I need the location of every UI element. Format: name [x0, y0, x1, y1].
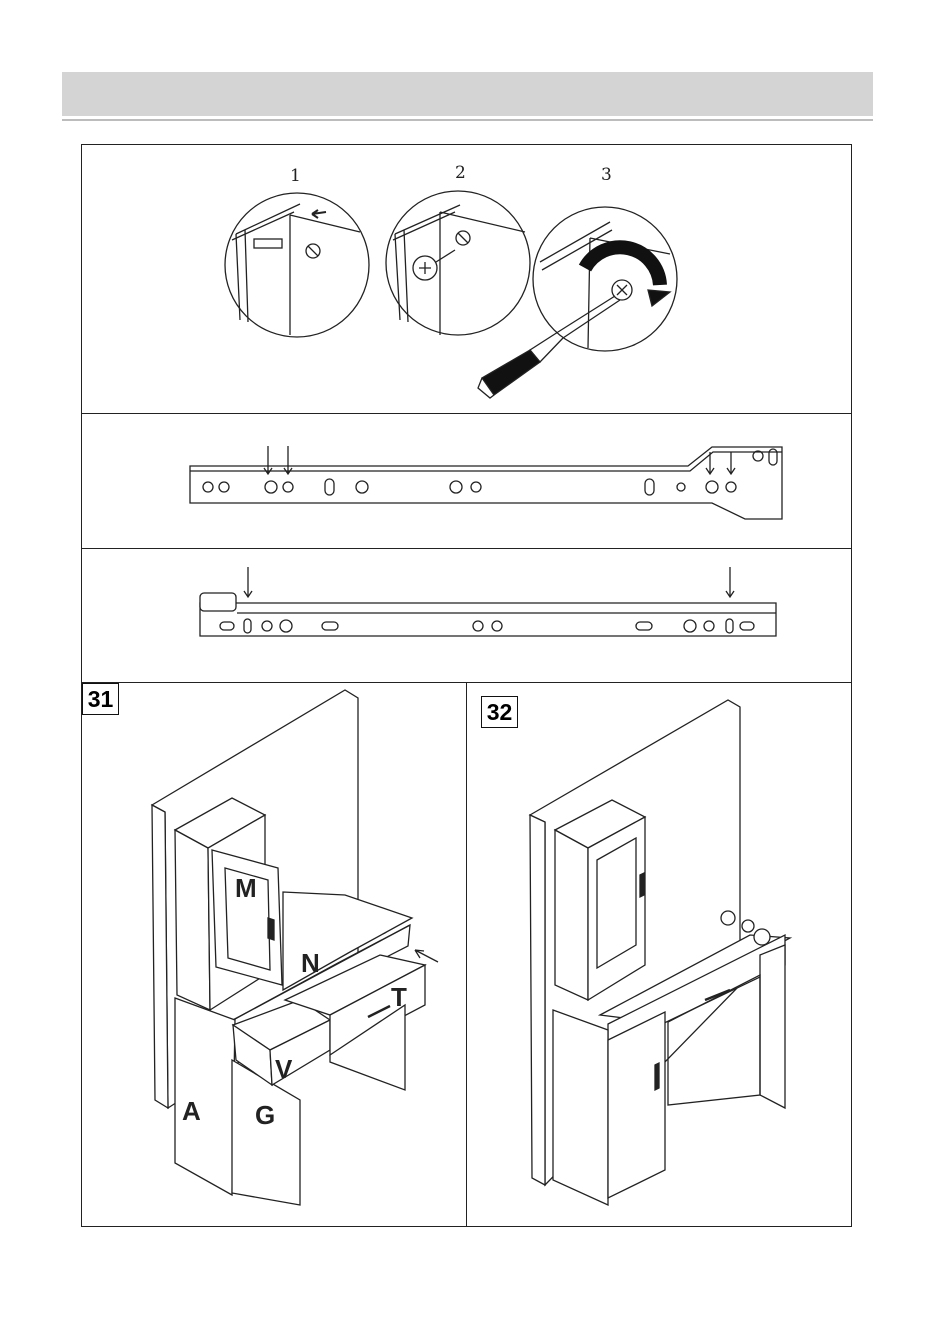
vanity-assembly-step-32: [0, 0, 933, 1324]
